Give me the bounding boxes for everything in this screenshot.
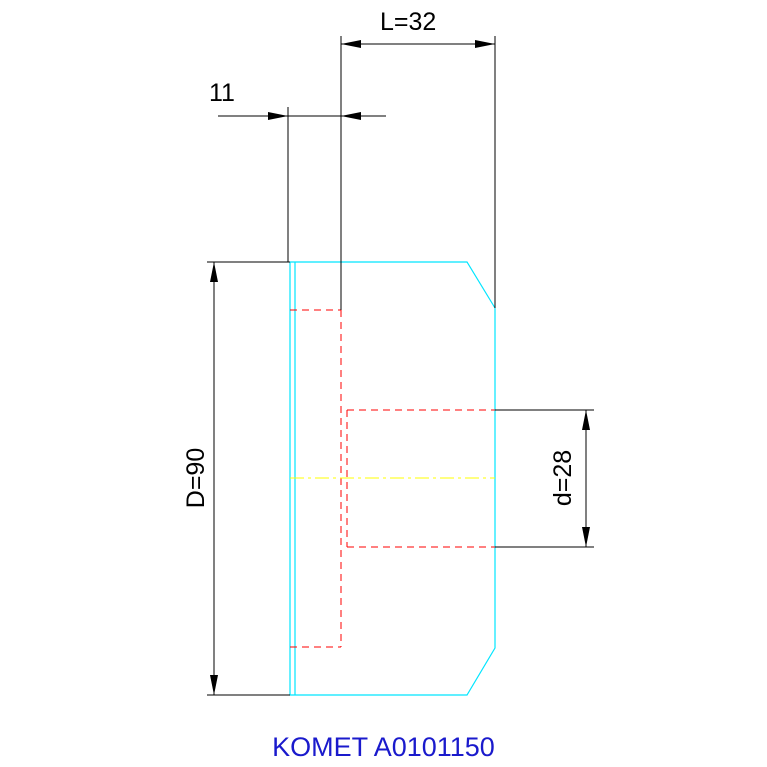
part-code: KOMET A0101150 [272,732,495,762]
arrowheads [210,40,590,695]
length-label: L=32 [380,8,436,36]
step-label: 11 [209,79,235,107]
arrow-l-left [341,40,361,48]
arrow-d-top [210,262,218,282]
arrow-l-right [475,40,495,48]
arrow-bore-bottom [582,527,590,547]
arrow-bore-top [582,410,590,430]
arrow-d-bottom [210,675,218,695]
arrow-step-left [268,112,288,120]
outer-diameter-label: D=90 [182,448,210,508]
dimension-lines [207,36,594,696]
arrow-step-right [341,112,361,120]
bore-diameter-label: d=28 [549,450,577,506]
